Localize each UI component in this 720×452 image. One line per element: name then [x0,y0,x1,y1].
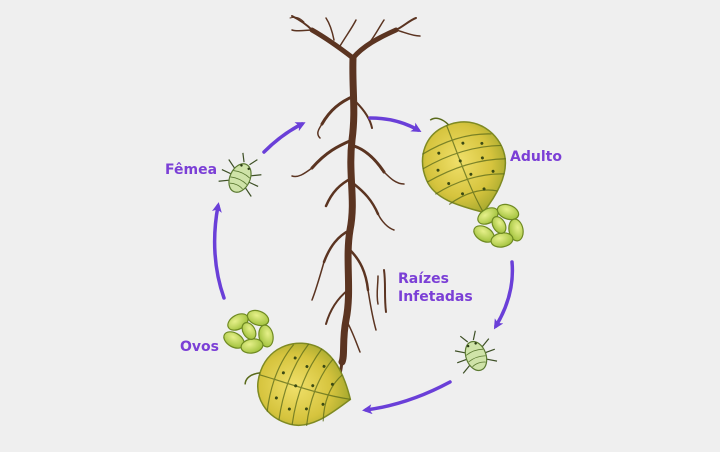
infected-roots-label-line1: Raízes [398,271,450,287]
female-label: Fêmea [165,162,218,178]
nymph-bug-icon [454,330,498,374]
egg-cluster-icon [473,203,524,248]
plant-root-icon [289,15,421,384]
egg-cluster-icon [223,309,274,354]
cycle-arrow-icon [211,116,515,415]
infected-roots-label: Raízes Infetadas [398,270,473,306]
eggs-label: Ovos [180,339,219,355]
nymph-bug-icon [218,152,262,197]
adult-cyst-icon [421,117,507,214]
infected-roots-label-line2: Infetadas [398,289,473,305]
adult-cyst-icon [244,342,352,427]
adult-label: Adulto [510,149,562,165]
